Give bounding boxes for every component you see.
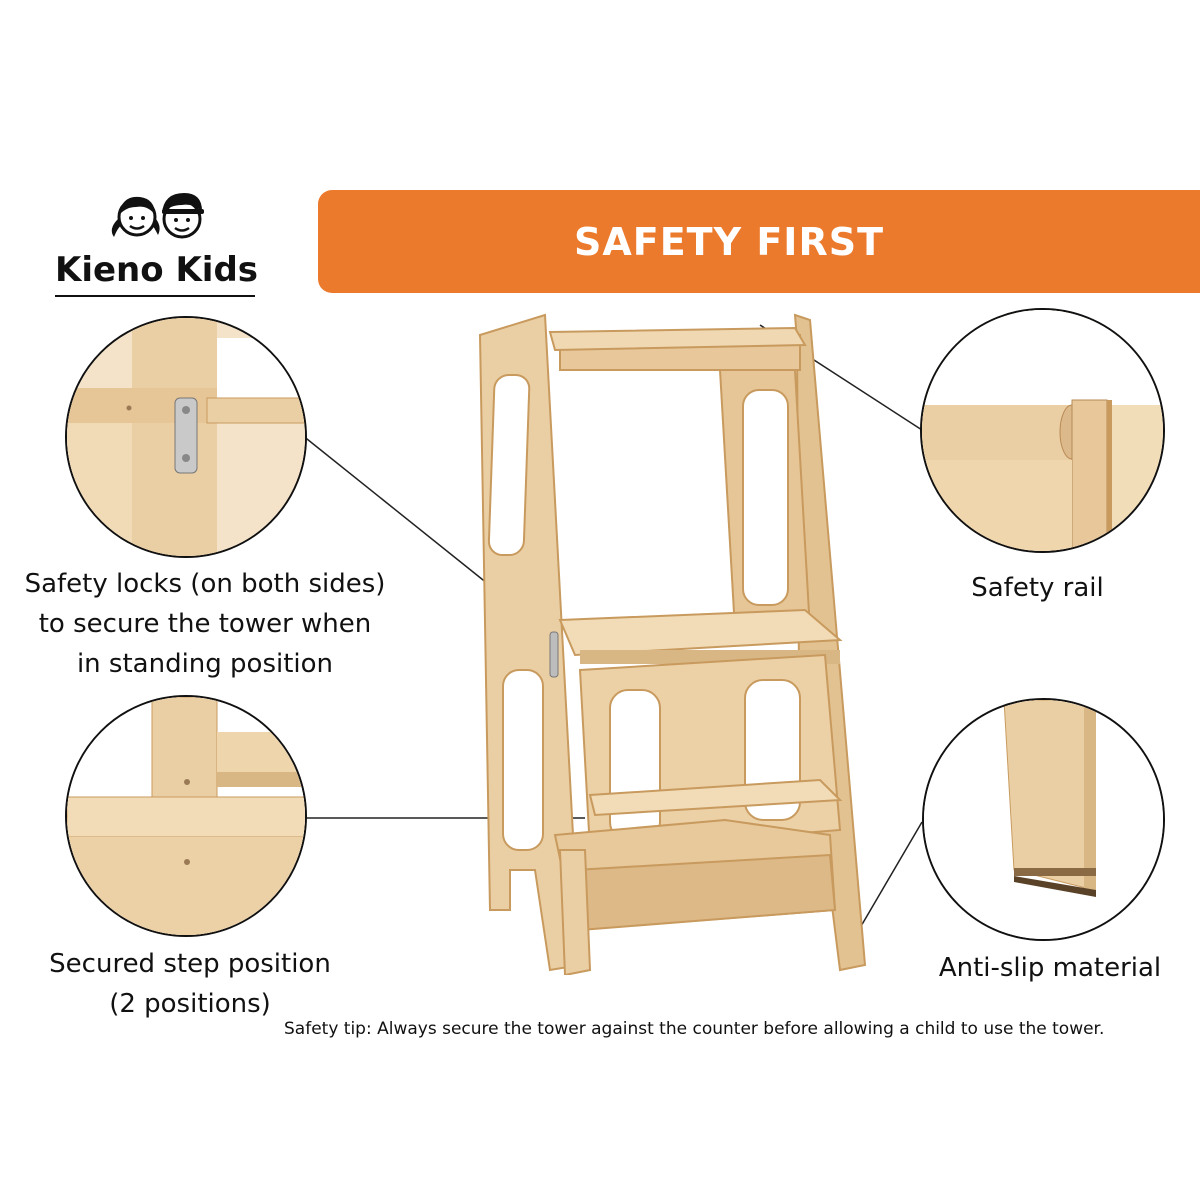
label-secured-step: Secured step position (2 positions) bbox=[30, 944, 350, 1024]
detail-circle-anti-slip bbox=[922, 698, 1165, 941]
brand-name: Kieno Kids bbox=[55, 250, 259, 290]
label-safety-locks: Safety locks (on both sides) to secure t… bbox=[5, 564, 405, 684]
detail-circle-secured-step bbox=[65, 695, 307, 937]
brand-underline bbox=[55, 295, 255, 297]
anti-slip-closeup bbox=[924, 700, 1163, 939]
safety-tip: Safety tip: Always secure the tower agai… bbox=[284, 1019, 1105, 1039]
label-secured-step-line1: Secured step position bbox=[49, 949, 331, 979]
label-secured-step-line2: (2 positions) bbox=[109, 989, 271, 1019]
label-safety-locks-line1: Safety locks (on both sides) bbox=[24, 569, 386, 599]
safety-banner: SAFETY FIRST bbox=[318, 190, 1200, 293]
label-anti-slip: Anti-slip material bbox=[920, 948, 1180, 988]
label-safety-rail-line1: Safety rail bbox=[971, 573, 1104, 603]
label-safety-rail: Safety rail bbox=[935, 568, 1140, 608]
learning-tower-illustration bbox=[478, 313, 867, 975]
safety-lock-closeup bbox=[67, 318, 305, 556]
two-kids-faces-icon bbox=[111, 193, 204, 239]
brand-logo bbox=[100, 185, 215, 245]
label-anti-slip-line1: Anti-slip material bbox=[938, 953, 1162, 983]
label-safety-locks-line2: to secure the tower when bbox=[38, 609, 372, 639]
label-safety-locks-line3: in standing position bbox=[76, 649, 334, 679]
safety-rail-closeup bbox=[922, 310, 1163, 551]
secured-step-closeup bbox=[67, 697, 305, 935]
detail-circle-safety-rail bbox=[920, 308, 1165, 553]
banner-title: SAFETY FIRST bbox=[573, 219, 884, 264]
detail-circle-safety-locks bbox=[65, 316, 307, 558]
